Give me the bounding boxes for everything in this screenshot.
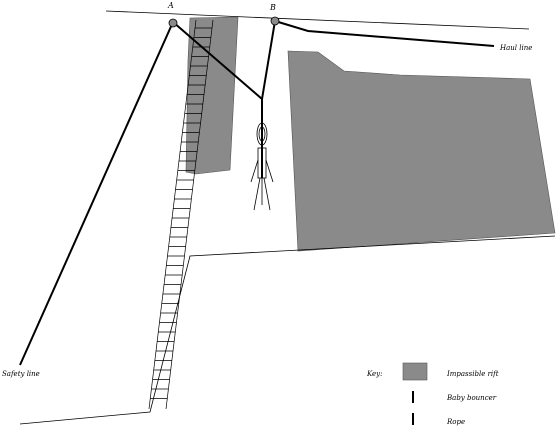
top-edge [105, 10, 530, 30]
rift-right [287, 50, 556, 252]
legend-rift-label: Impassible rift [446, 370, 499, 378]
legend-rift-swatch [402, 362, 428, 381]
legend-bouncer-label: Baby bouncer [446, 394, 497, 402]
haul-line-label: Haul line [499, 44, 532, 52]
rope-a-to-bouncer [172, 21, 263, 100]
pulley-a-icon [168, 18, 178, 28]
legend-title: Key: [366, 370, 383, 378]
point-b-label: B [269, 3, 276, 12]
pulley-b-icon [270, 16, 280, 26]
safety-line-label: Safety line [2, 370, 40, 378]
floor-outline [19, 235, 556, 425]
rope-b-to-bouncer [261, 20, 276, 100]
haul-line [274, 20, 495, 47]
ladder [148, 19, 214, 410]
point-a-label: A [167, 1, 174, 10]
legend-rope-label: Rope [446, 418, 465, 426]
legend: Key: Impassible rift Baby bouncer Rope [366, 362, 499, 426]
safety-line [19, 21, 174, 366]
baby-bouncer [250, 99, 274, 211]
